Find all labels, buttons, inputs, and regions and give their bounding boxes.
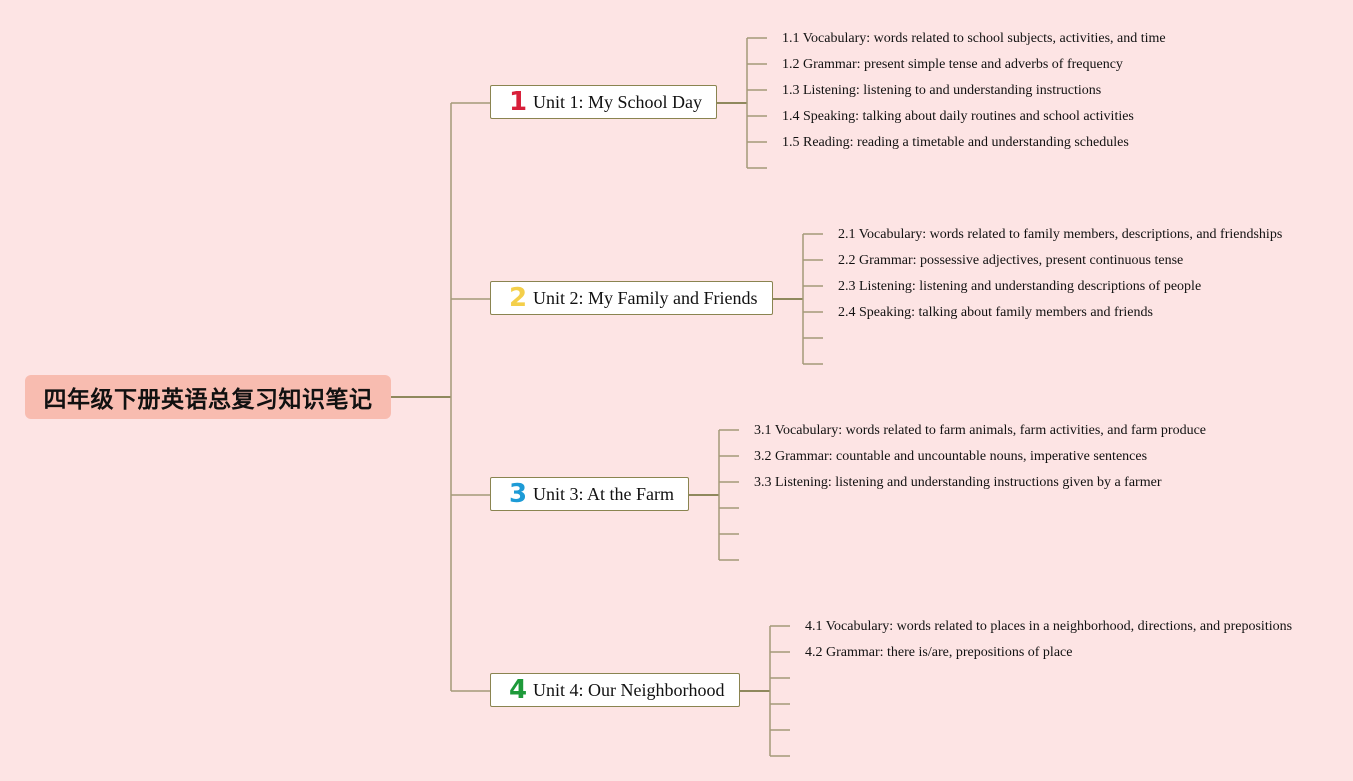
unit-node-1[interactable]: 1 Unit 1: My School Day [490,85,717,119]
number-2-icon: 2 [509,283,528,313]
unit-label: Unit 4: Our Neighborhood [533,679,725,700]
topic-item[interactable]: 1.5 Reading: reading a timetable and und… [782,135,1129,150]
topic-item[interactable]: 1.2 Grammar: present simple tense and ad… [782,57,1123,72]
topic-item[interactable]: 2.3 Listening: listening and understandi… [838,279,1202,294]
unit-label: Unit 3: At the Farm [533,483,674,504]
topic-item[interactable]: 2.2 Grammar: possessive adjectives, pres… [838,253,1184,268]
unit-node-4[interactable]: 4 Unit 4: Our Neighborhood [490,673,740,707]
number-4-icon: 4 [509,675,528,705]
root-node-title[interactable]: 四年级下册英语总复习知识笔记 [25,375,391,419]
topic-item[interactable]: 3.3 Listening: listening and understandi… [754,475,1162,490]
topic-item[interactable]: 4.1 Vocabulary: words related to places … [805,619,1293,634]
topic-item[interactable]: 1.1 Vocabulary: words related to school … [782,31,1166,46]
unit-label: Unit 1: My School Day [533,91,702,112]
topic-item[interactable]: 4.2 Grammar: there is/are, prepositions … [805,645,1073,660]
number-3-icon: 3 [509,479,528,509]
topic-item[interactable]: 2.4 Speaking: talking about family membe… [838,305,1153,320]
topic-item[interactable]: 2.1 Vocabulary: words related to family … [838,227,1283,242]
topic-item[interactable]: 3.1 Vocabulary: words related to farm an… [754,423,1206,438]
topic-item[interactable]: 1.3 Listening: listening to and understa… [782,83,1102,98]
unit-label: Unit 2: My Family and Friends [533,287,758,308]
number-1-icon: 1 [509,87,528,117]
topic-item[interactable]: 1.4 Speaking: talking about daily routin… [782,109,1134,124]
unit-node-3[interactable]: 3 Unit 3: At the Farm [490,477,689,511]
unit-node-2[interactable]: 2 Unit 2: My Family and Friends [490,281,773,315]
topic-item[interactable]: 3.2 Grammar: countable and uncountable n… [754,449,1148,464]
